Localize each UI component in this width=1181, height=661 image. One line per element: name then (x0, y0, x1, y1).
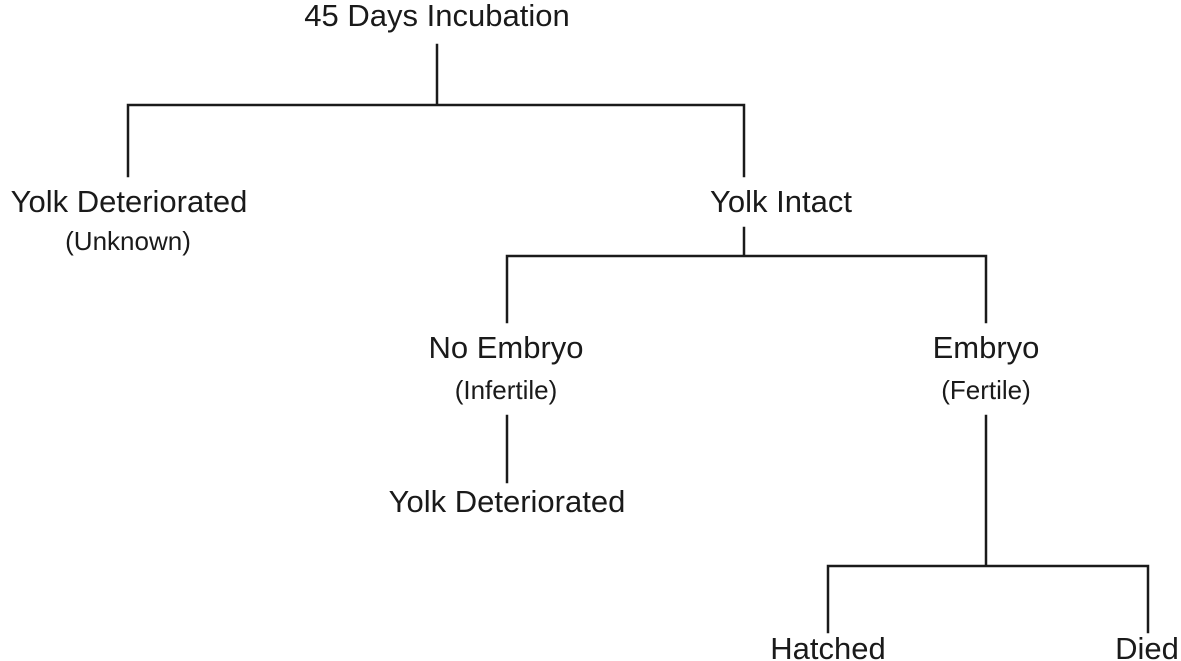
node-root-label: 45 Days Incubation (304, 0, 569, 33)
connector-root-to-level1 (126, 43, 746, 178)
node-yolk-deteriorated-unknown-label: Yolk Deteriorated (11, 184, 248, 219)
node-embryo-sublabel: (Fertile) (941, 375, 1031, 405)
node-root: 45 Days Incubation (304, 0, 569, 33)
tree-connectors (126, 43, 1150, 634)
connector-yolk-intact-to-embryo-level (505, 226, 988, 324)
node-yolk-deteriorated-unknown: Yolk Deteriorated (Unknown) (11, 184, 248, 256)
node-hatched: Hatched (770, 631, 885, 661)
node-embryo: Embryo (Fertile) (933, 330, 1040, 405)
node-no-embryo-sublabel: (Infertile) (455, 375, 558, 405)
node-yolk-intact: Yolk Intact (710, 184, 852, 219)
node-yolk-deteriorated-infertile: Yolk Deteriorated (389, 484, 626, 519)
node-yolk-deteriorated-infertile-label: Yolk Deteriorated (389, 484, 626, 519)
node-died: Died (1115, 631, 1179, 661)
node-no-embryo: No Embryo (Infertile) (428, 330, 583, 405)
node-died-label: Died (1115, 631, 1179, 661)
connector-embryo-to-outcomes (826, 414, 1150, 634)
node-embryo-label: Embryo (933, 330, 1040, 365)
node-hatched-label: Hatched (770, 631, 885, 661)
node-no-embryo-label: No Embryo (428, 330, 583, 365)
node-yolk-deteriorated-unknown-sublabel: (Unknown) (65, 226, 191, 256)
node-yolk-intact-label: Yolk Intact (710, 184, 852, 219)
